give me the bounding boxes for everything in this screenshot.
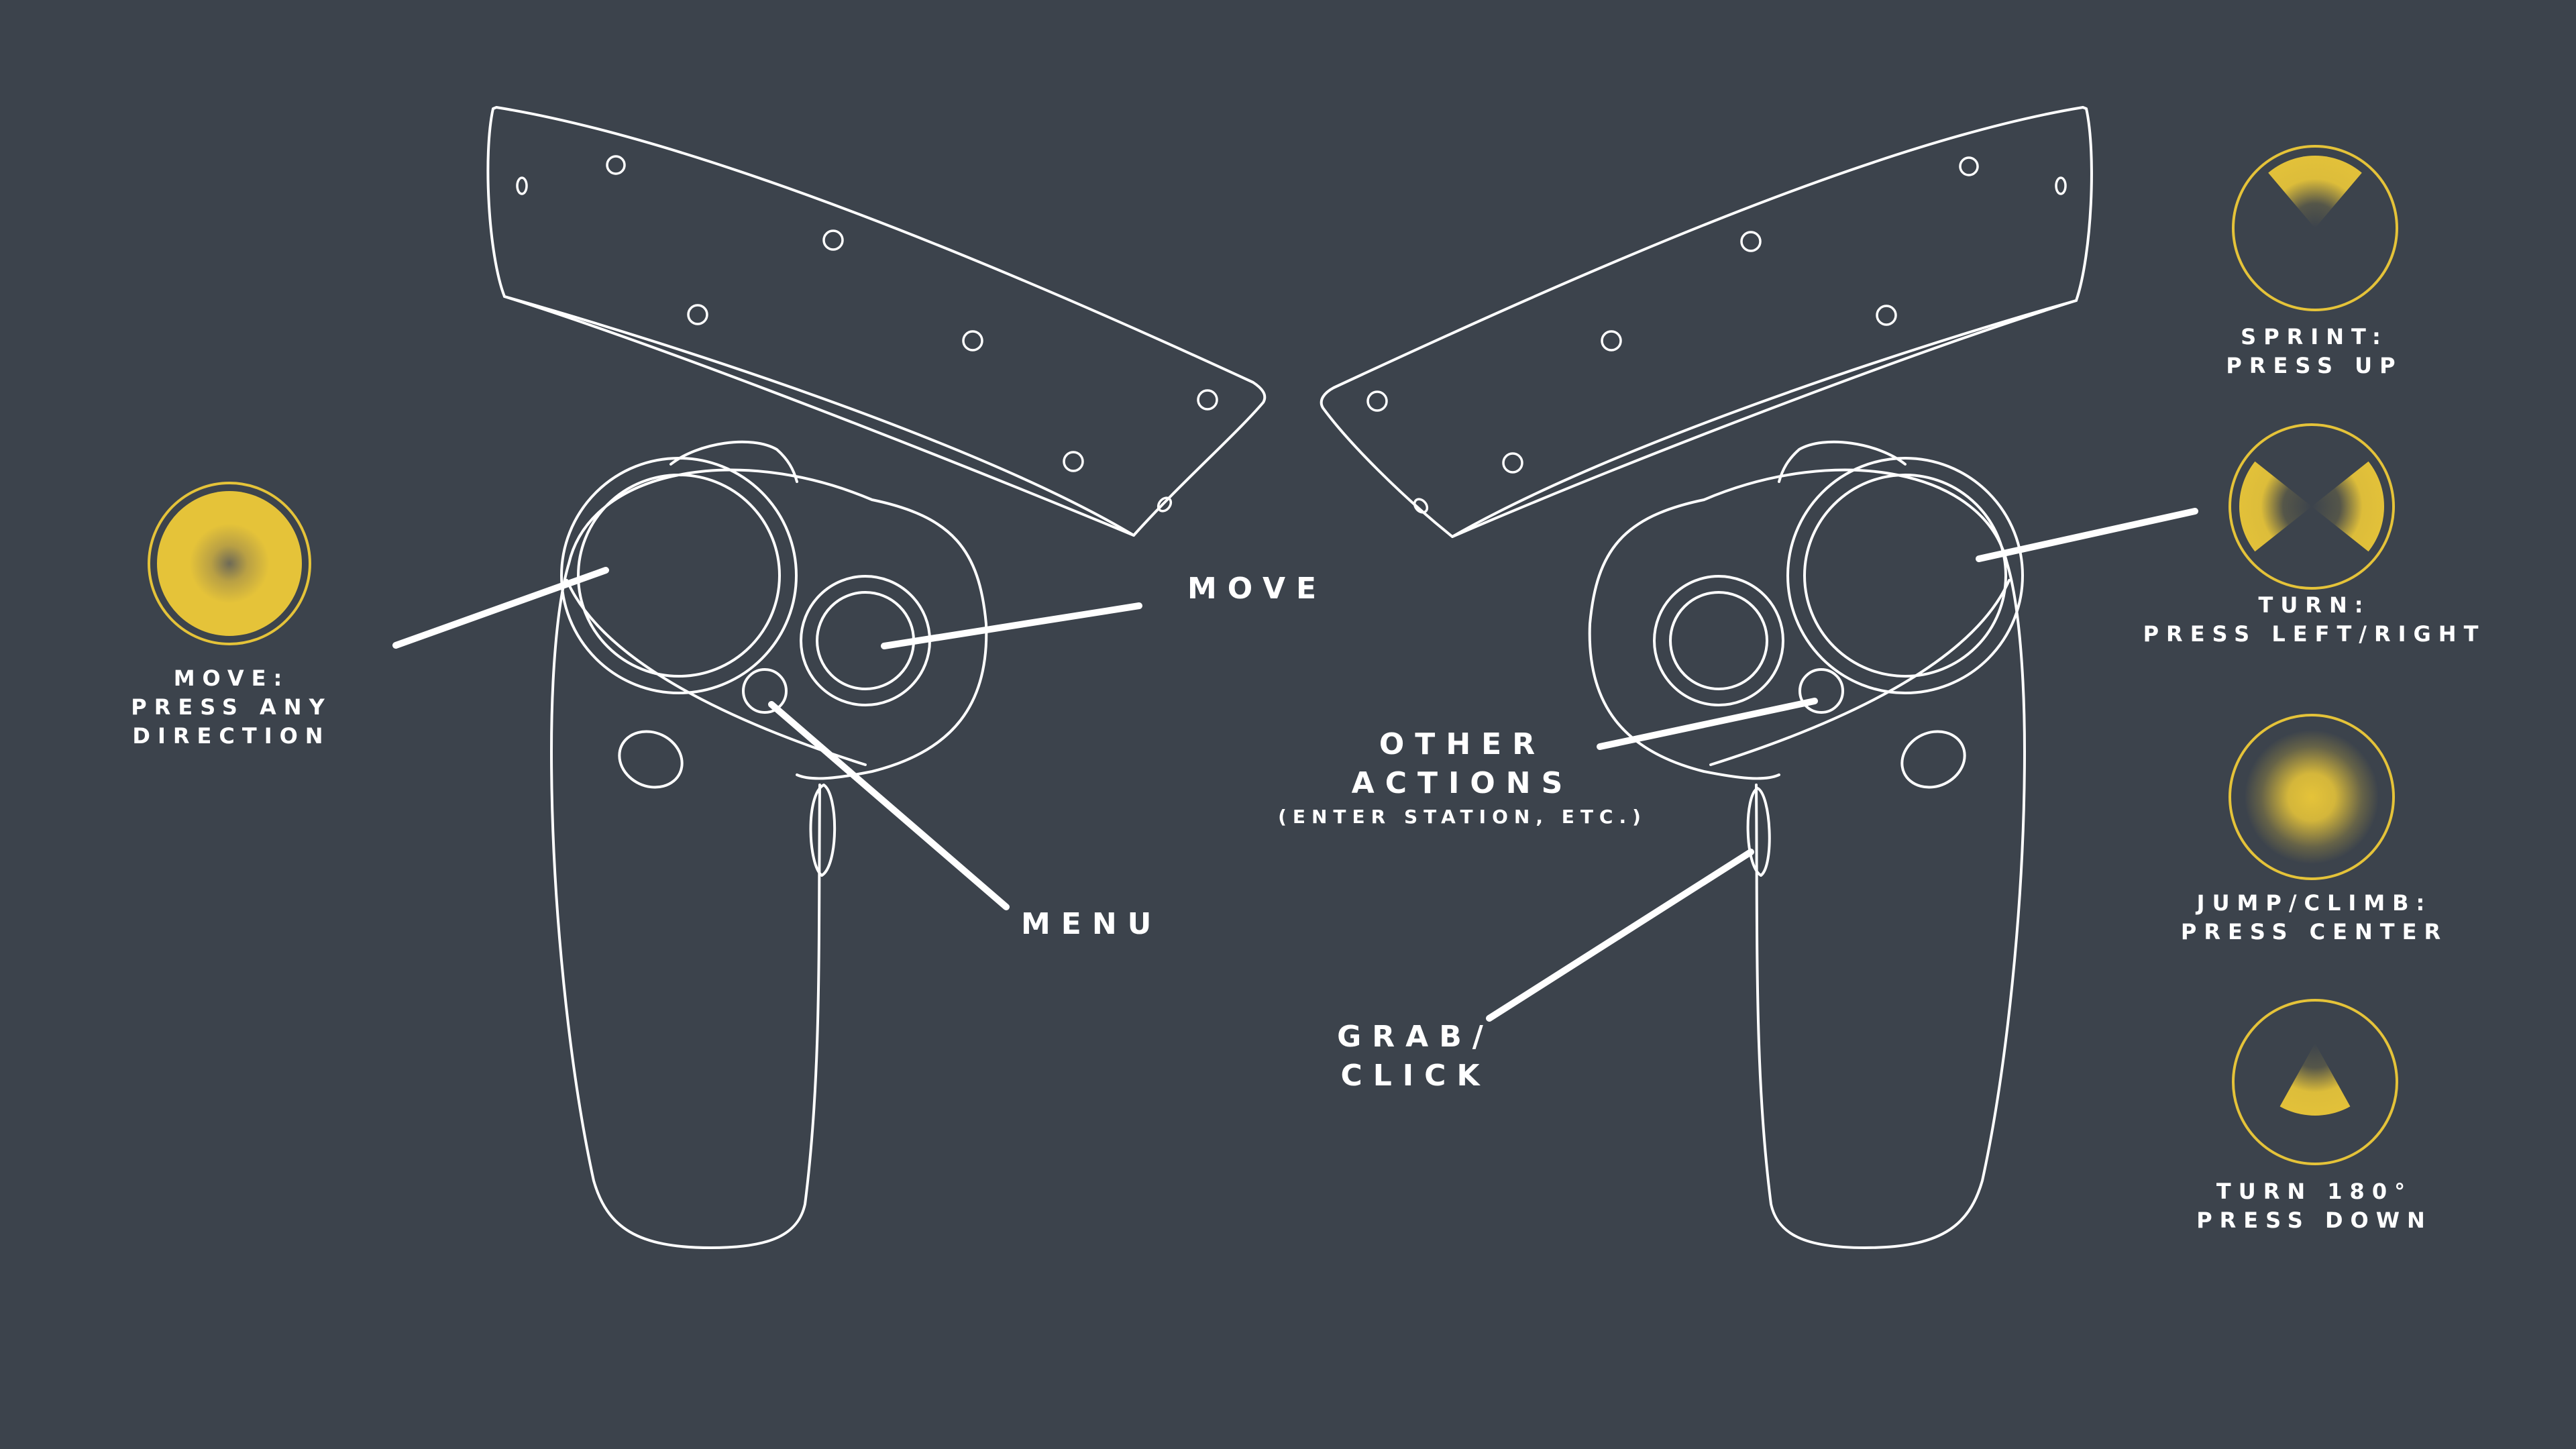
right-face-outline bbox=[1709, 579, 2010, 766]
other-actions-subtitle: (ENTER STATION, ETC.) bbox=[1278, 806, 1647, 828]
left-legend-text: MOVE: PRESS ANY DIRECTION bbox=[131, 665, 332, 749]
jump-climb-icon bbox=[2229, 714, 2395, 880]
right-side-button bbox=[1900, 730, 1966, 789]
left-legend-icon bbox=[148, 482, 311, 645]
label-other-actions: OTHER ACTIONS (ENTER STATION, ETC.) bbox=[1248, 730, 1677, 826]
label-menu: MENU bbox=[1021, 907, 1163, 941]
left-menu-button bbox=[742, 668, 788, 714]
left-trigger bbox=[809, 784, 837, 877]
right-touchpad bbox=[1803, 474, 2007, 678]
sprint-legend-text: SPRINT: PRESS UP bbox=[2226, 324, 2403, 378]
left-controller bbox=[486, 106, 1267, 1249]
right-ring-led-dots bbox=[1366, 156, 2067, 514]
left-ring-inner-edge bbox=[503, 295, 1135, 537]
leader-menu bbox=[768, 701, 1010, 910]
leader-lines bbox=[392, 508, 2198, 1022]
any-direction-ring-outline bbox=[148, 482, 311, 645]
other-actions-line-1: OTHER bbox=[1379, 727, 1546, 761]
left-touchpad bbox=[577, 474, 781, 678]
leader-left-move bbox=[392, 567, 609, 649]
turn-180-icon bbox=[2232, 999, 2398, 1165]
left-controller-body bbox=[550, 468, 988, 1249]
right-trigger bbox=[1746, 787, 1771, 877]
right-ring-inner-edge bbox=[1451, 299, 2078, 538]
other-actions-line-2: ACTIONS bbox=[1351, 766, 1574, 800]
left-touchpad-rim bbox=[560, 457, 798, 694]
label-move: MOVE bbox=[1187, 572, 1328, 606]
any-direction-fill bbox=[157, 491, 302, 636]
sprint-icon bbox=[2232, 145, 2398, 311]
leader-move bbox=[881, 602, 1142, 649]
grab-click-line-1: GRAB/ bbox=[1337, 1020, 1494, 1054]
right-grip-top bbox=[1778, 440, 1907, 483]
label-grab-click: GRAB/ CLICK bbox=[1315, 1022, 1516, 1100]
right-thumbstick-outer bbox=[1653, 575, 1784, 706]
leader-turn bbox=[1976, 508, 2198, 562]
left-tracking-ring bbox=[486, 106, 1267, 537]
jump-climb-legend-text: JUMP/CLIMB: PRESS CENTER bbox=[2180, 890, 2449, 945]
left-grip-top bbox=[669, 440, 798, 483]
right-controller-body bbox=[1588, 468, 2026, 1249]
turn-left-right-icon bbox=[2229, 423, 2395, 590]
left-ring-led-dots bbox=[516, 155, 1218, 513]
grab-click-line-2: CLICK bbox=[1340, 1059, 1491, 1093]
right-action-button bbox=[1799, 668, 1844, 714]
turn-180-legend-text: TURN 180° PRESS DOWN bbox=[2196, 1179, 2432, 1233]
turn-legend-text: TURN: PRESS LEFT/RIGHT bbox=[2143, 592, 2486, 647]
right-thumbstick-inner bbox=[1669, 591, 1768, 690]
right-touchpad-rim bbox=[1786, 457, 2024, 694]
left-side-button bbox=[618, 730, 684, 789]
leader-other-actions bbox=[1597, 698, 1818, 750]
left-face-outline bbox=[566, 579, 867, 766]
right-controller bbox=[1320, 106, 2093, 1249]
leader-grab-click bbox=[1486, 849, 1754, 1022]
